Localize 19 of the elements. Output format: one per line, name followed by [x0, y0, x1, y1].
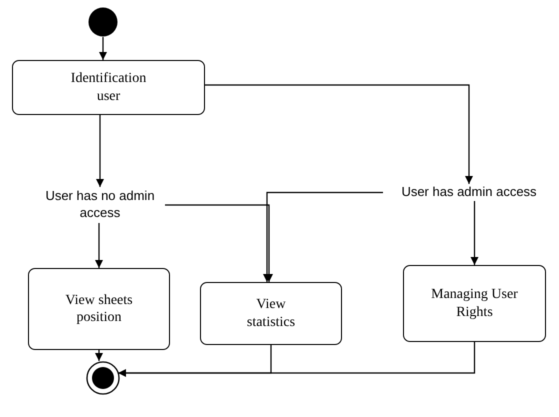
arrow [165, 204, 273, 282]
arrow [205, 84, 473, 184]
arrow [118, 342, 476, 377]
activity-label: Identification user [70, 70, 148, 105]
activity-box [12, 60, 205, 115]
activity-box [200, 282, 342, 345]
arrow [95, 223, 103, 268]
arrow [263, 192, 383, 282]
activity-box [403, 265, 546, 342]
guard-label: User has admin access [401, 184, 537, 201]
activity-label: View sheets position [64, 292, 134, 326]
arrow [96, 115, 104, 187]
activity-label: View statistics [246, 296, 296, 331]
activity-box [28, 268, 170, 350]
arrow [99, 37, 107, 60]
arrow [95, 350, 103, 361]
activity-label: Managing User Rights [430, 286, 519, 321]
guard-label: User has no admin access [44, 188, 156, 222]
arrow [470, 201, 478, 265]
